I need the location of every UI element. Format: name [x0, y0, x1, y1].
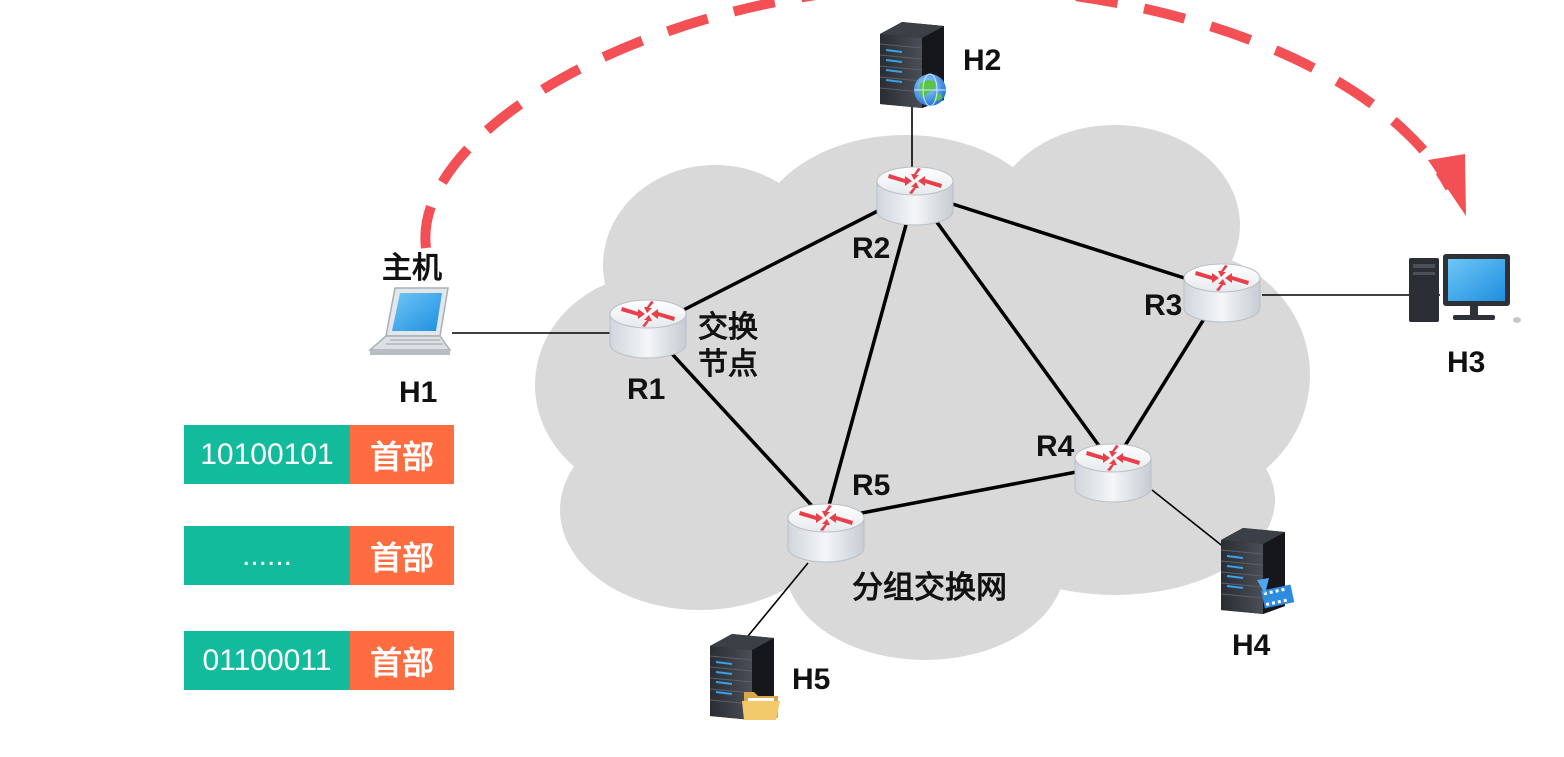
link-r1-r2 [646, 190, 917, 330]
host-label-h5: H5 [792, 663, 830, 696]
web-server-icon [879, 21, 946, 109]
link-r2-r4 [913, 190, 1115, 467]
host-label-h1: H1 [399, 376, 437, 409]
router-label-r3: R3 [1144, 289, 1182, 322]
link-r5-h5 [747, 562, 809, 637]
network-cloud [535, 125, 1310, 660]
router-icon-r2 [876, 166, 954, 226]
media-server-icon [1220, 527, 1295, 615]
router-label-r1: R1 [627, 373, 665, 406]
host-label-h3: H3 [1447, 346, 1485, 379]
desktop-computer-icon [1409, 254, 1521, 323]
link-r2-r5 [823, 190, 917, 522]
file-server-icon [709, 633, 780, 721]
packet-header: 首部 [350, 631, 454, 690]
packet-data: ...... [184, 526, 350, 585]
router-icon-r1 [609, 299, 687, 359]
switch-node-label-line2: 节点 [698, 348, 758, 381]
packet-2: ...... 首部 [184, 526, 454, 585]
link-r4-h4 [1151, 489, 1226, 549]
packet-3: 01100011 首部 [184, 631, 454, 690]
packet-data: 01100011 [184, 631, 350, 690]
host-label-h2: H2 [963, 44, 1001, 77]
link-r2-r3 [913, 190, 1224, 292]
packet-header: 首部 [350, 425, 454, 484]
router-label-r5: R5 [852, 469, 890, 502]
router-icon-r5 [787, 503, 865, 563]
packet-1: 10100101 首部 [184, 425, 454, 484]
link-r1-r5 [648, 328, 827, 522]
host-label: 主机 [382, 252, 442, 285]
switch-node-label-line1: 交换 [698, 310, 759, 344]
link-r5-r4 [823, 463, 1115, 522]
laptop-icon [368, 287, 452, 355]
host-label-h4: H4 [1232, 629, 1271, 662]
router-icon-r4 [1074, 443, 1152, 503]
router-label-r2: R2 [852, 232, 890, 265]
router-label-r4: R4 [1036, 430, 1075, 463]
packet-header: 首部 [350, 526, 454, 585]
network-label: 分组交换网 [852, 570, 1007, 605]
router-icon-r3 [1183, 263, 1261, 323]
packet-data: 10100101 [184, 425, 350, 484]
packet-path-arrow [420, 0, 1455, 249]
path-arrowhead [1428, 154, 1466, 216]
